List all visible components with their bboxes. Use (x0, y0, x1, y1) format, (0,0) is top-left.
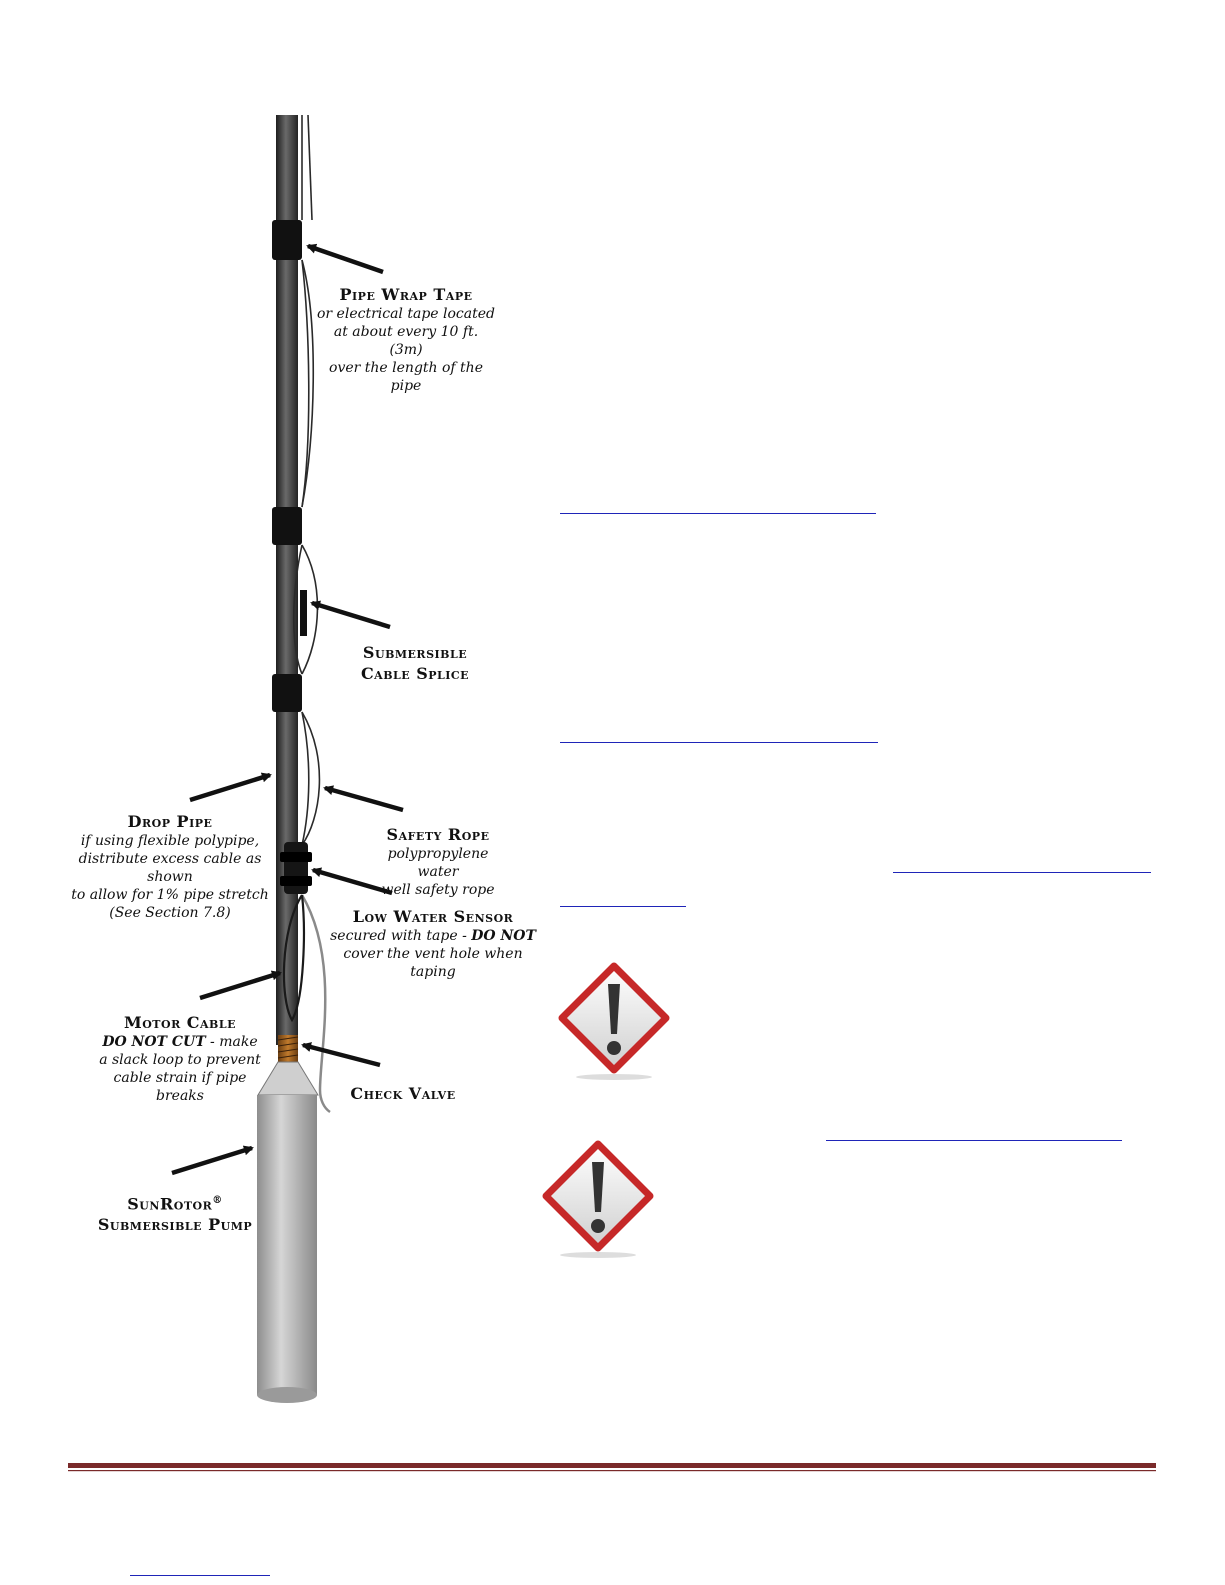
label-drop-pipe: Drop Pipe if using flexible polypipe, di… (60, 811, 280, 922)
arrow-safety-rope (323, 785, 404, 813)
safety-rope (300, 894, 331, 1114)
cable-splice-title-2: Cable Splice (360, 664, 470, 683)
low-water-sensor-emphasis: DO NOT (471, 928, 536, 944)
drop-pipe-line: distribute excess cable as shown (78, 851, 262, 885)
callout-arrows (171, 243, 404, 1176)
warning-icon (542, 1140, 654, 1258)
pipe-wrap-tape-1 (272, 220, 302, 260)
label-motor-cable: Motor Cable DO NOT CUT - make a slack lo… (90, 1012, 270, 1105)
motor-cable-line: a slack loop to prevent (99, 1052, 261, 1068)
arrow-check-valve (301, 1042, 381, 1068)
drop-pipe-title: Drop Pipe (127, 812, 213, 831)
low-water-sensor (284, 842, 308, 894)
pipe-wrap-tape-line: over the length of the pipe (329, 360, 483, 394)
arrow-drop-pipe (189, 772, 272, 803)
safety-rope-line: polypropylene water (387, 846, 489, 880)
low-water-sensor-line-prefix: secured with tape - (330, 928, 472, 944)
motor-cable-title: Motor Cable (124, 1013, 236, 1032)
label-safety-rope: Safety Rope polypropylene water well saf… (368, 824, 508, 899)
pump-top-cone (257, 1061, 319, 1096)
drop-pipe (276, 115, 298, 1045)
arrow-pump (171, 1145, 254, 1176)
drop-pipe-line: to allow for 1% pipe stretch (71, 887, 269, 903)
pipe-wrap-tape-2 (272, 507, 302, 545)
arrow-pipe-wrap-tape (306, 243, 384, 275)
cable-splice-title-1: Submersible (362, 643, 468, 662)
pump-body (257, 1095, 317, 1395)
pump-title-1: SunRotor (127, 1194, 213, 1214)
registered-mark: ® (212, 1195, 223, 1206)
arrow-low-water-sensor (311, 867, 393, 896)
motor-cable-emphasis: DO NOT CUT (102, 1034, 206, 1050)
motor-cable-line: cable strain if pipe breaks (113, 1070, 247, 1104)
pipe-wrap-tape-title: Pipe Wrap Tape (339, 285, 473, 304)
label-cable-splice: Submersible Cable Splice (345, 642, 485, 684)
link-underline-1[interactable] (560, 513, 876, 514)
cable-splice (300, 590, 307, 636)
pipe-wrap-tape-line: or electrical tape located (316, 306, 495, 322)
drop-pipe-line: (See Section 7.8) (109, 905, 231, 921)
link-underline-3[interactable] (893, 872, 1151, 873)
label-pipe-wrap-tape: Pipe Wrap Tape or electrical tape locate… (316, 284, 496, 395)
pipe-wrap-tape-3 (272, 674, 302, 712)
arrow-motor-cable (199, 970, 282, 1001)
pump-title-2: Submersible Pump (97, 1215, 253, 1235)
motor-cable-slack-loop (282, 894, 305, 1023)
footer-rule (68, 1463, 1156, 1468)
warning-icon (558, 962, 670, 1080)
check-valve-title: Check Valve (350, 1084, 456, 1103)
label-pump: SunRotor® Submersible Pump (80, 1190, 270, 1235)
low-water-sensor-line: cover the vent hole when taping (343, 946, 523, 980)
link-underline-6[interactable] (130, 1575, 270, 1576)
motor-cable-lines (292, 114, 321, 846)
link-underline-2[interactable] (560, 742, 878, 743)
pipe-wrap-tape-line: at about every 10 ft. (3m) (333, 324, 479, 358)
link-underline-5[interactable] (826, 1140, 1122, 1141)
low-water-sensor-title: Low Water Sensor (352, 907, 514, 926)
safety-rope-line: well safety rope (381, 882, 495, 898)
safety-rope-title: Safety Rope (386, 825, 490, 844)
label-low-water-sensor: Low Water Sensor secured with tape - DO … (326, 906, 540, 981)
drop-pipe-line: if using flexible polypipe, (80, 833, 260, 849)
link-underline-4[interactable] (560, 906, 686, 907)
arrow-cable-splice (310, 600, 391, 630)
label-check-valve: Check Valve (338, 1083, 468, 1104)
motor-cable-line-suffix: - make (205, 1034, 258, 1050)
